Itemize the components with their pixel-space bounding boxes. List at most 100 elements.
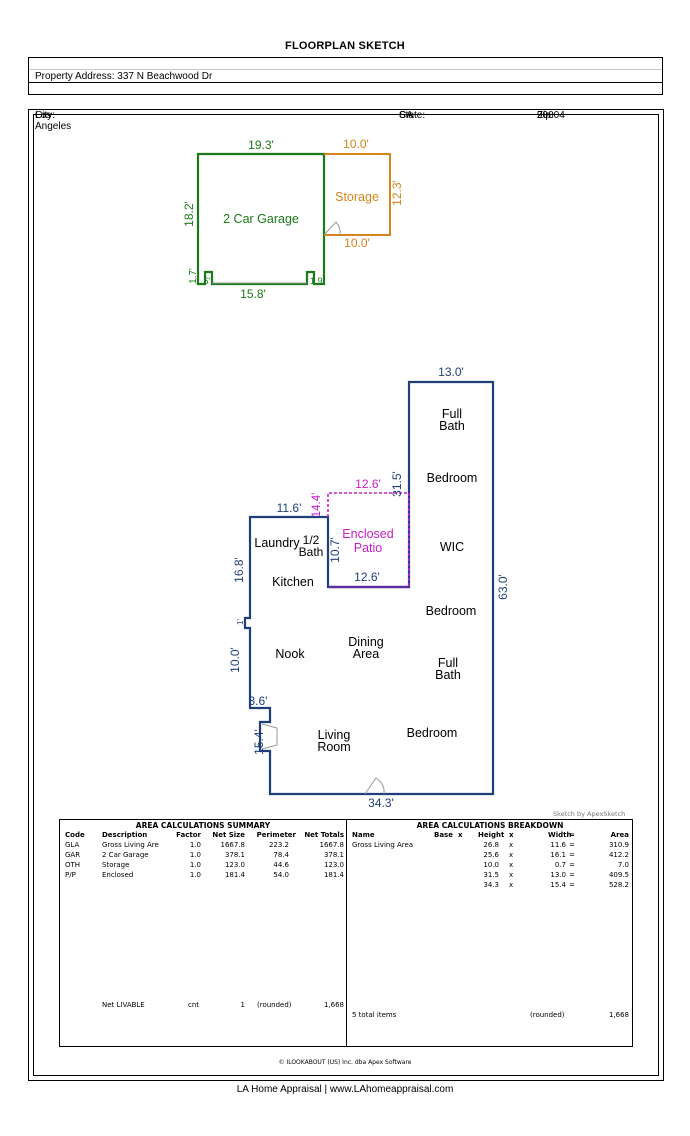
garage-left-dim: 18.2' — [182, 201, 196, 227]
breakdown-col-base: Base — [434, 831, 453, 839]
breakdown-height: 26.8 — [483, 841, 499, 849]
left-upper-dim: 16.8' — [232, 557, 246, 583]
state-label: State: — [399, 110, 426, 121]
summary-total-value: 1,668 — [323, 1001, 344, 1009]
breakdown-width: 0.7 — [554, 861, 566, 869]
room-half-bath-line1: 1/2 — [303, 533, 320, 547]
room-wic: WIC — [440, 540, 464, 554]
breakdown-x: x — [509, 841, 514, 849]
room-living-line1: Living — [318, 728, 351, 742]
summary-col-nettotals: Net Totals — [304, 831, 344, 839]
summary-nettotal: 181.4 — [323, 871, 344, 879]
breakdown-eq: = — [569, 841, 575, 849]
city-value: Los Angeles — [35, 110, 72, 132]
table-row: OTH Storage 1.0 123.0 44.6 123.0 — [60, 861, 346, 871]
summary-col-perimeter: Perimeter — [256, 831, 296, 839]
side-door — [261, 723, 278, 750]
breakdown-x: x — [509, 881, 514, 889]
area-tables: AREA CALCULATIONS SUMMARY Code Descripti… — [59, 819, 633, 1047]
breakdown-width: 15.4 — [550, 881, 566, 889]
garage-right-small-dim: 1.9' — [310, 276, 325, 286]
header-divider — [29, 69, 662, 70]
summary-col-netsize: Net Size — [212, 831, 245, 839]
table-row: Gross Living Area 26.8 x 11.6 = 310.9 — [348, 841, 632, 851]
upper-top-dim: 11.6' — [277, 501, 302, 515]
area-summary-table: AREA CALCULATIONS SUMMARY Code Descripti… — [60, 820, 347, 1046]
address-label: Property Address: — [35, 71, 115, 82]
room-nook: Nook — [275, 647, 305, 661]
garage-left-small-dim: 1.7' — [188, 268, 199, 284]
summary-perimeter: 223.2 — [268, 841, 289, 849]
summary-description: Enclosed — [102, 871, 134, 879]
summary-factor: 1.0 — [189, 841, 201, 849]
breakdown-area: 7.0 — [617, 861, 629, 869]
room-full-bath-1-line1: Full — [442, 407, 462, 421]
breakdown-header-row: Name Base x Height x Width = Area — [348, 831, 632, 840]
summary-code: P/P — [65, 871, 76, 879]
summary-factor: 1.0 — [189, 871, 201, 879]
patio-outline — [327, 492, 410, 587]
house-bottom-dim: 34.3' — [368, 796, 394, 810]
breakdown-eq: = — [569, 881, 575, 889]
storage-right-dim: 12.3' — [390, 180, 404, 206]
room-full-bath-2-line2: Bath — [435, 668, 461, 682]
summary-perimeter: 54.0 — [273, 871, 289, 879]
garage-area: 2 Car Garage 19.3' 18.2' 15.8' 1.7' 1.6'… — [182, 138, 326, 301]
patio-label-line2: Patio — [354, 541, 383, 555]
room-bedroom-2: Bedroom — [426, 604, 477, 618]
patio-top-dim: 12.6' — [355, 477, 381, 491]
software-credit: © ILOOKABOUT (US) Inc. dba Apex Software — [278, 1059, 412, 1066]
garage-bottom-dim: 15.8' — [240, 287, 266, 301]
breakdown-width: 16.1 — [550, 851, 566, 859]
breakdown-col-name: Name — [352, 831, 375, 839]
summary-nettotal: 1667.8 — [319, 841, 345, 849]
summary-total-rounded: (rounded) — [257, 1001, 292, 1009]
breakdown-col-width: Width — [548, 831, 572, 839]
summary-code: GAR — [65, 851, 81, 859]
table-row: P/P Enclosed 1.0 181.4 54.0 181.4 — [60, 871, 346, 881]
summary-nettotal: 123.0 — [323, 861, 344, 869]
room-dining-line1: Dining — [348, 635, 383, 649]
house-area: Enclosed Patio 12.6' 14.4' 10.7' 12.6' 1… — [228, 365, 510, 810]
room-bedroom-1: Bedroom — [427, 471, 478, 485]
summary-description: 2 Car Garage — [102, 851, 149, 859]
house-top-dim: 13.0' — [438, 365, 464, 379]
breakdown-total-row: 5 total items (rounded) 1,668 — [348, 1011, 632, 1021]
summary-perimeter: 44.6 — [273, 861, 289, 869]
summary-factor: 1.0 — [189, 851, 201, 859]
breakdown-height: 31.5 — [483, 871, 499, 879]
storage-area: Storage 10.0' 12.3' 10.0' — [323, 137, 404, 250]
breakdown-area: 310.9 — [608, 841, 629, 849]
left-mid-dim: 10.0' — [228, 647, 242, 673]
breakdown-x: x — [509, 871, 514, 879]
breakdown-total-label: 5 total items — [352, 1011, 397, 1019]
summary-factor: 1.0 — [189, 861, 201, 869]
area-breakdown-table: AREA CALCULATIONS BREAKDOWN Name Base x … — [348, 820, 632, 1046]
front-door-swing — [364, 777, 385, 795]
breakdown-col-height: Height — [478, 831, 505, 839]
zip-value: 90004 — [537, 110, 565, 121]
table-row: 34.3 x 15.4 = 528.2 — [348, 881, 632, 891]
address-row: Property Address: 337 N Beachwood Dr — [29, 58, 662, 83]
property-header: Property Address: 337 N Beachwood Dr Cit… — [28, 57, 663, 132]
garage-outline — [196, 152, 326, 286]
storage-label: Storage — [335, 190, 379, 204]
summary-netsize: 123.0 — [224, 861, 245, 869]
storage-top-dim: 10.0' — [343, 137, 369, 151]
storage-outline — [324, 153, 391, 236]
summary-header-row: Code Description Factor Net Size Perimet… — [60, 831, 346, 840]
table-row: GLA Gross Living Are 1.0 1667.8 223.2 16… — [60, 841, 346, 851]
summary-netsize: 1667.8 — [220, 841, 246, 849]
summary-description: Gross Living Are — [102, 841, 159, 849]
room-kitchen: Kitchen — [272, 575, 314, 589]
room-bedroom-3: Bedroom — [407, 726, 458, 740]
garage-label: 2 Car Garage — [223, 212, 299, 226]
breakdown-total-value: 1,668 — [608, 1011, 629, 1019]
garage-left-small2-dim: 1.6' — [196, 276, 211, 286]
breakdown-width: 11.6 — [550, 841, 566, 849]
storage-door-swing — [323, 221, 341, 236]
room-laundry: Laundry — [254, 536, 300, 550]
